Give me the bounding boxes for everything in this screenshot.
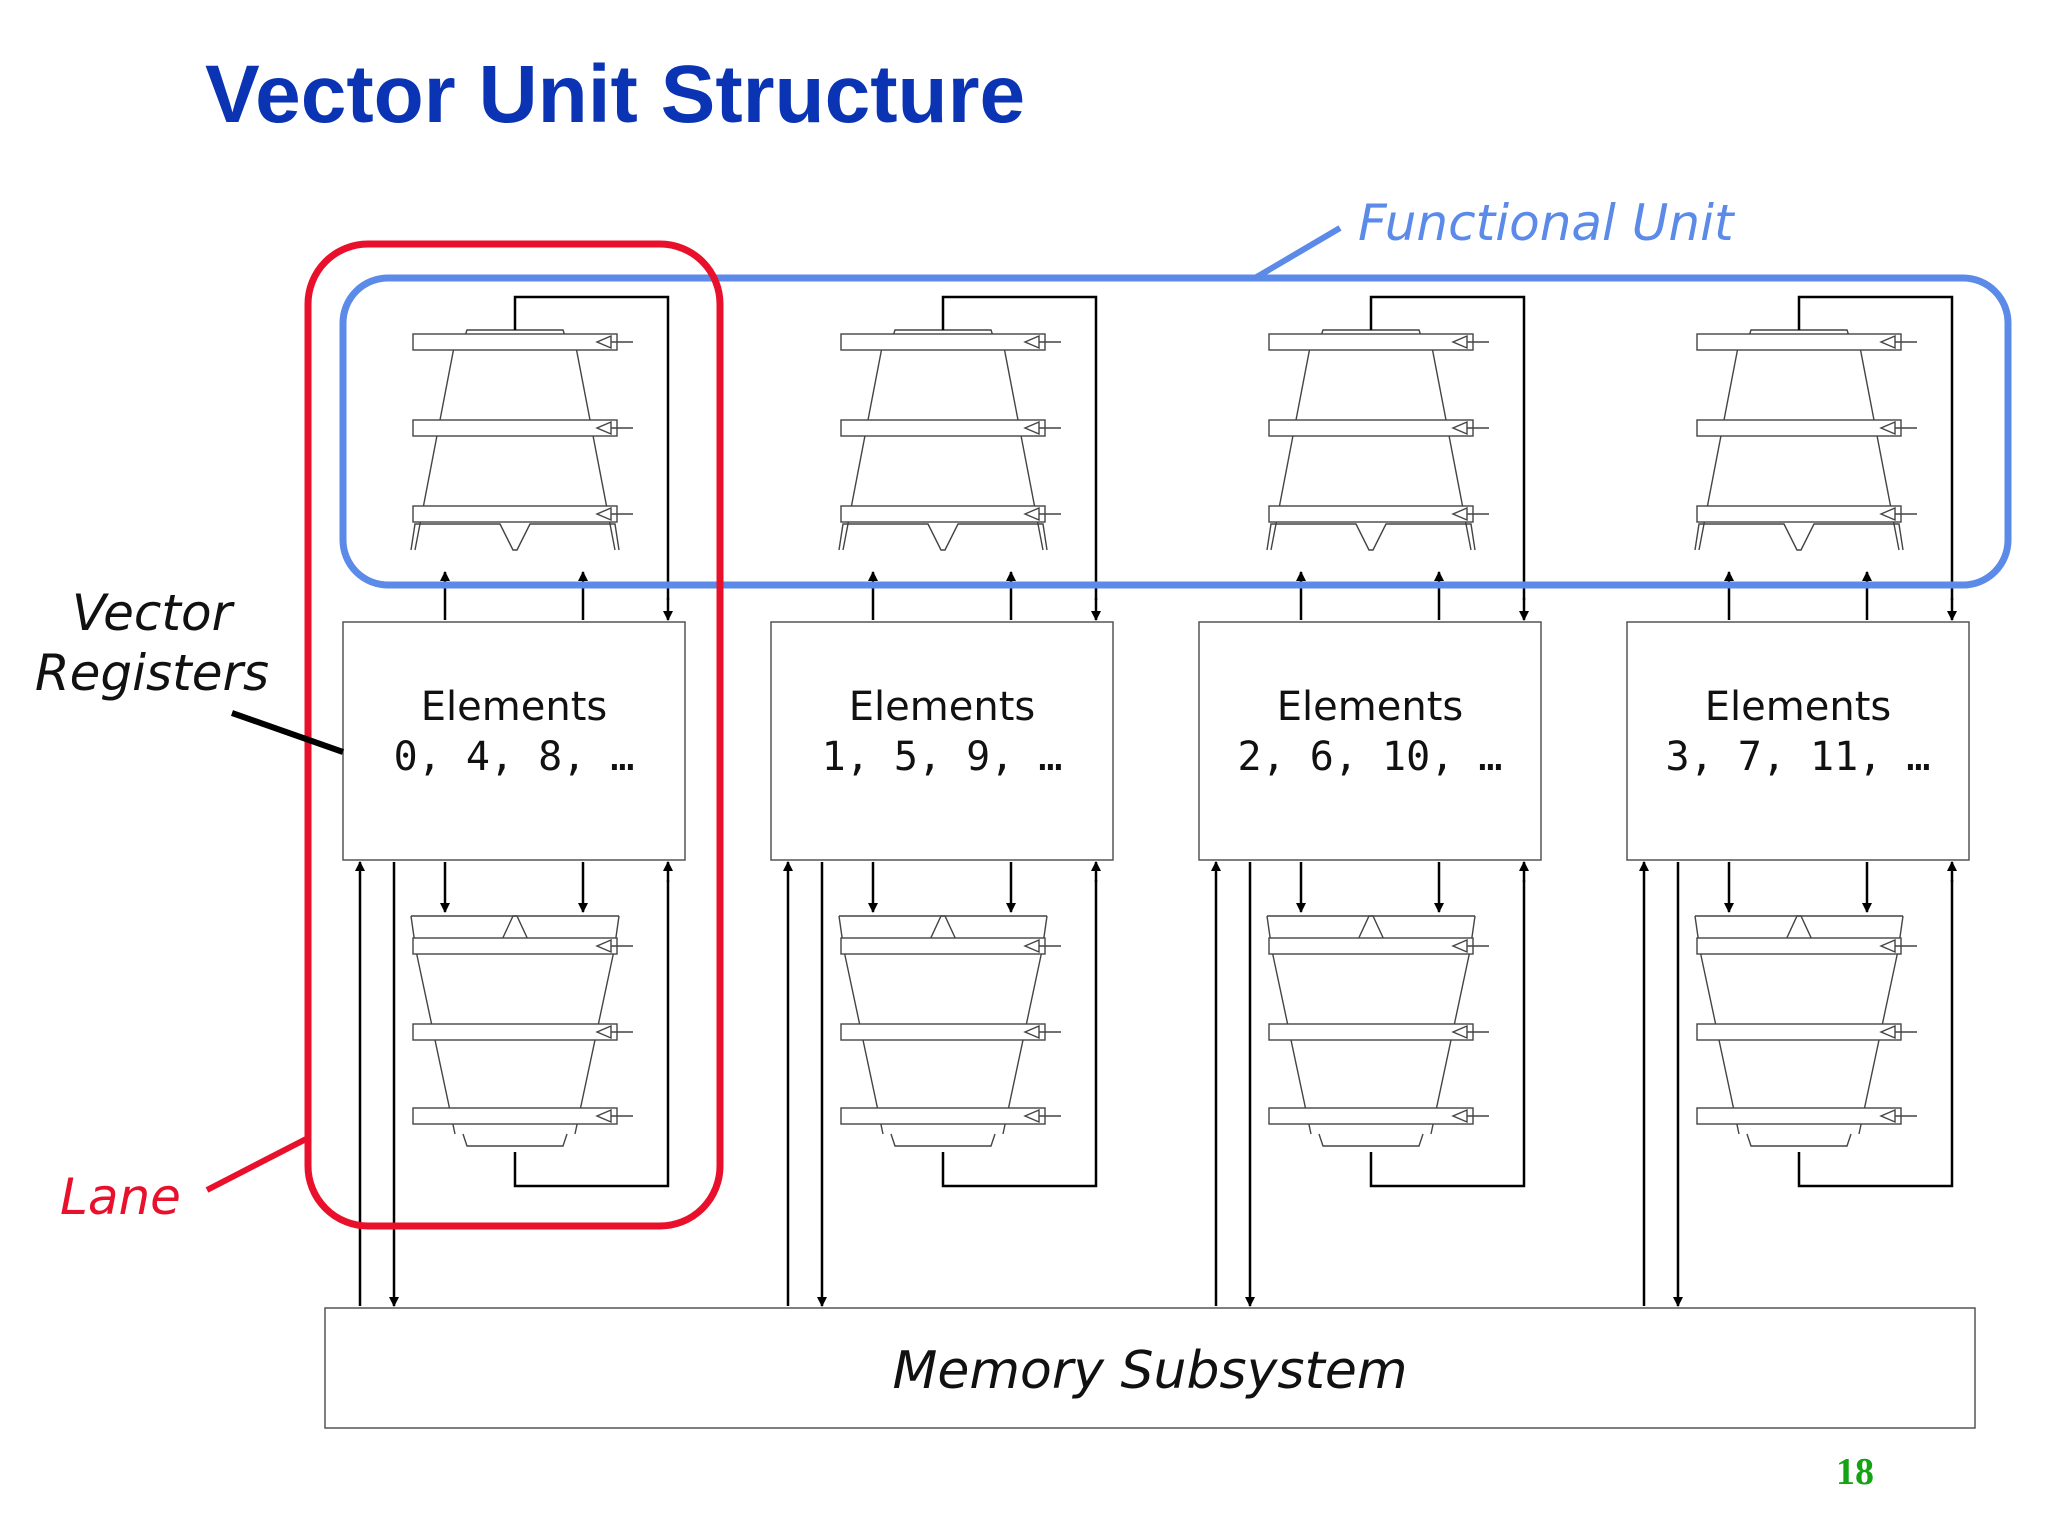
lower-writeback-wire xyxy=(1369,880,1526,1188)
lower-writeback-wire xyxy=(941,880,1098,1188)
pipeline-register-2 xyxy=(1268,505,1474,523)
elements-heading: Elements xyxy=(849,684,1035,730)
elements-heading: Elements xyxy=(1277,684,1463,730)
functional-unit-outline xyxy=(339,274,2012,589)
pipeline-register-1 xyxy=(1268,419,1474,437)
vector-register-box xyxy=(770,621,1114,861)
alu-input-notch xyxy=(1694,523,1904,551)
alu-input-notch xyxy=(838,523,1048,551)
pipeline-register-0 xyxy=(1696,333,1902,351)
lower-writeback-wire xyxy=(513,880,670,1188)
pipeline-register-0 xyxy=(412,333,618,351)
upper-pipeline-2 xyxy=(1266,329,1489,551)
slide-title: Vector Unit Structure xyxy=(205,49,1026,140)
pipeline-register-1 xyxy=(840,1023,1046,1041)
pipeline-register-1 xyxy=(412,419,618,437)
pipeline-register-0 xyxy=(1268,333,1474,351)
lane-pointer xyxy=(205,1135,310,1193)
pipeline-register-1 xyxy=(412,1023,618,1041)
elements-indices: 3, 7, 11, … xyxy=(1666,734,1931,780)
upper-writeback-wire xyxy=(941,295,1098,600)
lane-label: Lane xyxy=(60,1168,181,1226)
pipeline-register-2 xyxy=(412,505,618,523)
pipeline-register-0 xyxy=(1268,937,1474,955)
pipeline-register-0 xyxy=(412,937,618,955)
pipeline-register-1 xyxy=(1696,1023,1902,1041)
elements-indices: 2, 6, 10, … xyxy=(1238,734,1503,780)
page-number: 18 xyxy=(1836,1451,1874,1493)
elements-heading: Elements xyxy=(421,684,607,730)
vector-register-box xyxy=(342,621,686,861)
pipeline-register-0 xyxy=(840,333,1046,351)
vector-registers-label-line1: Vector xyxy=(72,584,236,642)
functional-unit-label: Functional Unit xyxy=(1358,194,1736,252)
pipeline-register-1 xyxy=(840,419,1046,437)
upper-writeback-wire xyxy=(1369,295,1526,600)
memory-subsystem-label: Memory Subsystem xyxy=(893,1341,1408,1401)
pipeline-register-1 xyxy=(1696,419,1902,437)
vector-registers-pointer xyxy=(231,710,344,755)
pipeline-register-2 xyxy=(1696,1107,1902,1125)
lower-pipeline-0 xyxy=(410,915,633,1147)
alu-output-cap xyxy=(890,1133,996,1147)
elements-indices: 1, 5, 9, … xyxy=(822,734,1063,780)
upper-pipeline-3 xyxy=(1694,329,1917,551)
upper-pipeline-0 xyxy=(410,329,633,551)
lower-pipeline-1 xyxy=(838,915,1061,1147)
lower-pipeline-3 xyxy=(1694,915,1917,1147)
alu-input-notch xyxy=(410,523,620,551)
alu-input-notch xyxy=(1266,523,1476,551)
pipeline-register-2 xyxy=(1268,1107,1474,1125)
vector-register-box xyxy=(1626,621,1970,861)
vector-register-box xyxy=(1198,621,1542,861)
pipeline-register-1 xyxy=(1268,1023,1474,1041)
lower-writeback-wire xyxy=(1797,880,1954,1188)
elements-heading: Elements xyxy=(1705,684,1891,730)
pipeline-register-0 xyxy=(840,937,1046,955)
memory-subsystem-box xyxy=(324,1307,1976,1429)
alu-output-cap xyxy=(1318,1133,1424,1147)
alu-output-cap xyxy=(462,1133,568,1147)
pipeline-register-0 xyxy=(1696,937,1902,955)
alu-output-cap xyxy=(1746,1133,1852,1147)
upper-writeback-wire xyxy=(1797,295,1954,600)
pipeline-register-2 xyxy=(840,505,1046,523)
lane-outline xyxy=(304,240,724,1230)
pipeline-register-2 xyxy=(840,1107,1046,1125)
pipeline-register-2 xyxy=(1696,505,1902,523)
pipeline-register-2 xyxy=(412,1107,618,1125)
upper-pipeline-1 xyxy=(838,329,1061,551)
lower-pipeline-2 xyxy=(1266,915,1489,1147)
upper-writeback-wire xyxy=(513,295,670,600)
vector-registers-label-line2: Registers xyxy=(35,644,269,702)
elements-indices: 0, 4, 8, … xyxy=(394,734,635,780)
functional-unit-pointer xyxy=(1253,225,1342,281)
